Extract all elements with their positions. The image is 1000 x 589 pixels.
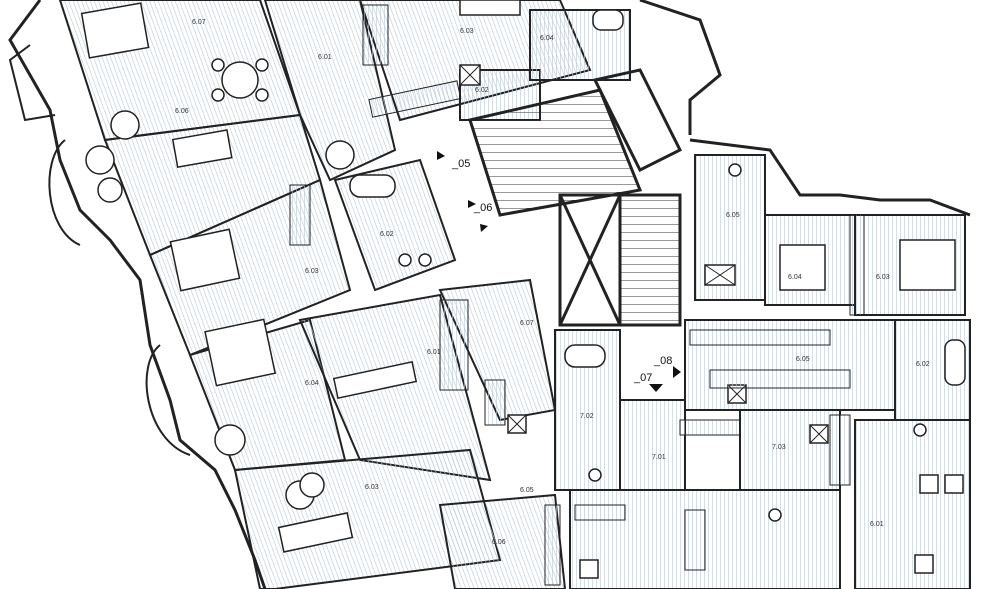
room-number: 6.01	[427, 349, 441, 356]
section-label: _06	[473, 202, 492, 214]
room-number: 6.05	[796, 356, 810, 363]
room-number: 6.01	[318, 54, 332, 61]
section-arrow-icon	[649, 384, 663, 392]
room-number: 6.04	[788, 274, 802, 281]
room-floor	[529, 9, 631, 81]
sofa-icon	[332, 361, 418, 399]
bed-icon	[459, 0, 521, 16]
section-label: _05	[451, 158, 470, 170]
walls	[8, 0, 971, 589]
room-number: 6.07	[520, 320, 534, 327]
sofa-icon	[277, 512, 354, 553]
section-arrow-icon	[673, 366, 681, 378]
section-arrow-icon	[437, 151, 445, 160]
room-floor	[854, 419, 971, 589]
bed-icon	[779, 244, 826, 291]
chair-icon	[255, 58, 269, 72]
wc-icon	[768, 508, 782, 522]
room-number: 6.02	[380, 231, 394, 238]
room-number: 7.01	[652, 454, 666, 461]
table-icon	[299, 472, 325, 498]
bathtub-icon	[564, 344, 606, 368]
wc-icon	[913, 423, 927, 437]
room-number: 6.05	[520, 487, 534, 494]
furniture	[80, 0, 966, 579]
cabinet-icon	[914, 554, 934, 574]
wc-icon	[728, 163, 742, 177]
wc-icon	[398, 253, 412, 267]
wardrobes	[289, 4, 865, 586]
bathtub-icon	[944, 339, 966, 386]
cabinet-icon	[579, 559, 599, 579]
bed-icon	[204, 318, 277, 387]
room-number: 6.03	[876, 274, 890, 281]
cabinet-icon	[944, 474, 964, 494]
room-number: 6.03	[460, 28, 474, 35]
bed-icon	[169, 228, 241, 292]
table-icon	[85, 145, 115, 175]
wc-icon	[418, 253, 432, 267]
cross-markers	[459, 64, 829, 444]
bathtub-icon	[592, 9, 624, 31]
bed-icon	[80, 2, 150, 59]
wc-icon	[588, 468, 602, 482]
table-icon	[214, 424, 246, 456]
section-arrow-icon	[480, 224, 488, 232]
room-number: 6.06	[175, 108, 189, 115]
section-label: _08	[653, 355, 672, 367]
room-floor	[739, 409, 841, 491]
kitchen-island-icon	[171, 129, 233, 169]
room-number: 7.03	[772, 444, 786, 451]
room-floor	[619, 399, 686, 491]
table-icon	[110, 110, 140, 140]
floor-areas	[58, 0, 971, 589]
room-number: 6.02	[916, 361, 930, 368]
bed-icon	[899, 239, 956, 291]
cabinet-icon	[919, 474, 939, 494]
chair-icon	[211, 58, 225, 72]
room-number: 7.02	[580, 413, 594, 420]
bay-windows	[8, 44, 191, 456]
section-markers: _05 _06 _07 _08	[437, 151, 681, 392]
section-label: _07	[633, 372, 652, 384]
section-arrow-icon	[468, 200, 476, 208]
room-number: 6.02	[475, 87, 489, 94]
room-number: 6.03	[365, 484, 379, 491]
table-icon	[325, 140, 355, 170]
bathtub-icon	[349, 174, 396, 198]
table-icon	[221, 61, 259, 99]
room-floor	[438, 493, 567, 589]
chair-icon	[255, 88, 269, 102]
room-number: 6.07	[192, 19, 206, 26]
room-number: 6.01	[870, 521, 884, 528]
room-number: 6.05	[726, 212, 740, 219]
room-number: 6.04	[540, 35, 554, 42]
room-number: 6.03	[305, 268, 319, 275]
table-icon	[97, 177, 123, 203]
room-number: 6.06	[492, 539, 506, 546]
chair-icon	[211, 88, 225, 102]
room-labels: 6.07 6.03 6.04 6.01 6.02 6.06 6.02 6.03 …	[175, 19, 930, 546]
room-number: 6.04	[305, 380, 319, 387]
